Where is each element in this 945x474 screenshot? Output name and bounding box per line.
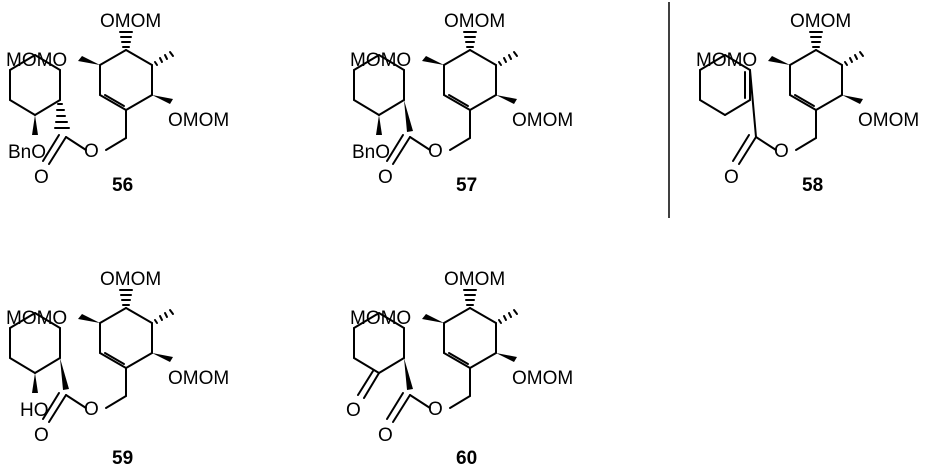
compound-57: OMOM MOMO OMOM O O BnO 57	[350, 11, 573, 196]
omom-label: OMOM	[444, 11, 505, 32]
compound-58: OMOM MOMO OMOM O O 58	[696, 11, 919, 196]
momo-label: MOMO	[350, 308, 411, 329]
compound-60: OMOM MOMO OMOM O O O 60	[346, 269, 573, 469]
ester-oxygen-label: O	[774, 141, 789, 162]
omom-label: OMOM	[512, 110, 573, 131]
omom-label: OMOM	[100, 269, 161, 290]
ester-oxygen-label: O	[84, 141, 99, 162]
compound-number: 60	[456, 448, 477, 469]
ester-oxygen-label: O	[84, 399, 99, 420]
omom-label: OMOM	[858, 110, 919, 131]
compound-59: OMOM MOMO OMOM O O HO 59	[6, 269, 229, 469]
carbonyl-oxygen-label: O	[378, 167, 393, 188]
momo-label: MOMO	[350, 50, 411, 71]
omom-label: OMOM	[168, 110, 229, 131]
bno-label: BnO	[8, 142, 46, 163]
omom-label: OMOM	[100, 11, 161, 32]
ester-oxygen-label: O	[428, 399, 443, 420]
carbonyl-oxygen-label: O	[34, 167, 49, 188]
omom-label: OMOM	[512, 368, 573, 389]
omom-label: OMOM	[444, 269, 505, 290]
carbonyl-oxygen-label: O	[378, 425, 393, 446]
momo-label: MOMO	[6, 50, 67, 71]
ho-label: HO	[20, 400, 49, 421]
ester-oxygen-label: O	[428, 141, 443, 162]
carbonyl-oxygen-label: O	[724, 167, 739, 188]
compound-56: OMOM MOMO OMOM O O BnO 56	[6, 11, 229, 196]
compound-number: 57	[456, 175, 477, 196]
compound-number: 58	[802, 175, 823, 196]
omom-label: OMOM	[790, 11, 851, 32]
ketone-oxygen-label: O	[346, 400, 361, 421]
momo-label: MOMO	[696, 50, 757, 71]
carbonyl-oxygen-label: O	[34, 425, 49, 446]
compound-number: 56	[112, 175, 133, 196]
compound-number: 59	[112, 448, 133, 469]
bno-label: BnO	[352, 142, 390, 163]
momo-label: MOMO	[6, 308, 67, 329]
omom-label: OMOM	[168, 368, 229, 389]
